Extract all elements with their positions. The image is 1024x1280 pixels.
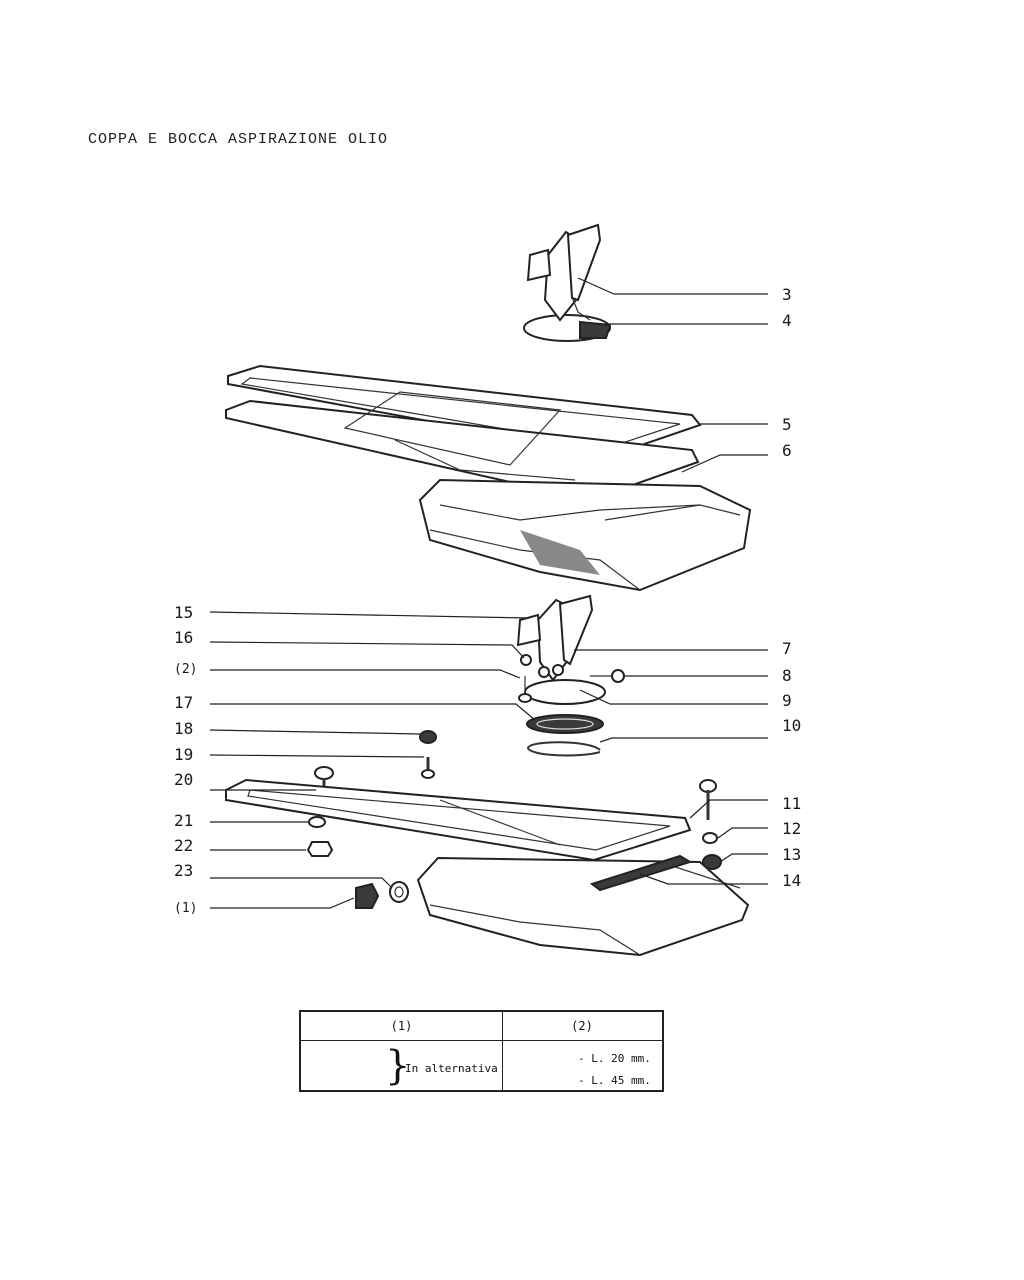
callout-note-1: (1) xyxy=(174,901,197,916)
callouts-right: 3 4 5 6 7 8 9 10 11 12 13 14 xyxy=(782,285,801,890)
oil-pan-upper-body xyxy=(418,478,752,592)
alternative-text: In alternativa xyxy=(405,1062,498,1075)
callout-note-2: (2) xyxy=(174,662,197,677)
callout-3: 3 xyxy=(782,285,792,304)
leader-lines-right xyxy=(574,277,768,885)
notes-header-2: (2) xyxy=(502,1012,662,1041)
oil-pickup-upper xyxy=(523,223,612,342)
nut-part-22 xyxy=(306,841,334,857)
page-title: COPPA E BOCCA ASPIRAZIONE OLIO xyxy=(88,131,389,148)
notes-table: (1) (2) } In alternativa - L. 20 mm. - L… xyxy=(299,1010,664,1092)
callout-8: 8 xyxy=(782,666,792,685)
callout-20: 20 xyxy=(174,770,193,789)
oil-pan-gasket-lower xyxy=(225,778,692,862)
callout-18: 18 xyxy=(174,719,193,738)
callout-6: 6 xyxy=(782,441,792,460)
bolt-part-2 xyxy=(518,676,532,703)
callout-12: 12 xyxy=(782,819,801,838)
callout-13: 13 xyxy=(782,845,801,864)
bolt-part-8 xyxy=(590,669,625,683)
callout-11: 11 xyxy=(782,794,801,813)
drain-plug-part-1 xyxy=(355,882,380,909)
notes-header-1: (1) xyxy=(301,1012,502,1041)
leader-lines-left xyxy=(209,611,536,909)
seal-ring-part-23 xyxy=(389,881,409,903)
callout-19: 19 xyxy=(174,745,193,764)
bolt-part-11 xyxy=(699,779,717,820)
callout-17: 17 xyxy=(174,693,193,712)
callout-15: 15 xyxy=(174,603,193,622)
length-45mm: - L. 45 mm. xyxy=(578,1074,651,1087)
oil-pan-lower-body xyxy=(416,854,750,957)
brace-icon: } xyxy=(385,1043,411,1089)
callout-22: 22 xyxy=(174,836,193,855)
washer-part-21 xyxy=(308,816,326,828)
callout-16: 16 xyxy=(174,628,193,647)
oil-pan-upper-flange xyxy=(225,391,700,502)
callout-9: 9 xyxy=(782,691,792,710)
callout-7: 7 xyxy=(782,639,792,658)
callout-23: 23 xyxy=(174,861,193,880)
bolt-part-19 xyxy=(421,757,435,779)
retaining-clip xyxy=(526,741,601,757)
notes-divider xyxy=(502,1012,503,1090)
callout-5: 5 xyxy=(782,415,792,434)
strainer-screen xyxy=(526,714,604,734)
callout-21: 21 xyxy=(174,811,193,830)
callout-4: 4 xyxy=(782,311,792,330)
callouts-left: 15 16 (2) 17 18 19 20 21 22 23 (1) xyxy=(174,603,197,916)
washer-part-18 xyxy=(419,730,437,744)
callout-14: 14 xyxy=(782,871,801,890)
callout-10: 10 xyxy=(782,716,801,735)
length-20mm: - L. 20 mm. xyxy=(578,1052,651,1065)
washer-part-12 xyxy=(702,832,718,844)
